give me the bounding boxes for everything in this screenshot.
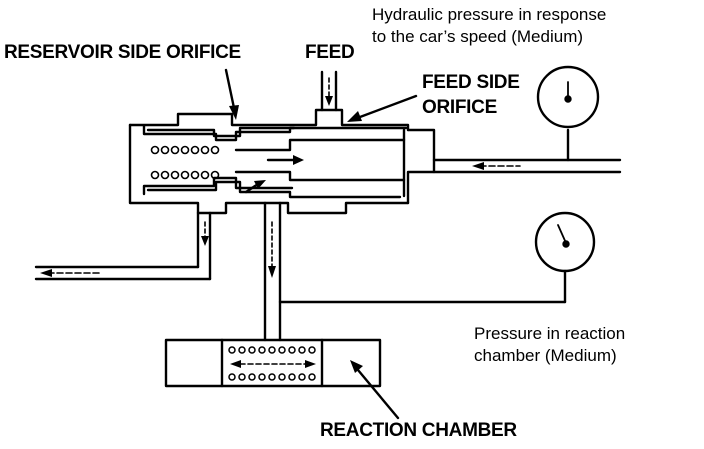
feed-side-orifice-label-line2: ORIFICE	[422, 97, 497, 118]
reaction-pressure-label-line2: chamber (Medium)	[474, 346, 617, 365]
spring-bottom	[150, 170, 220, 180]
leader-arrows	[224, 68, 418, 420]
reaction-chamber-label: REACTION CHAMBER	[320, 420, 517, 441]
right-outlet-pipe	[432, 128, 622, 174]
valve-body	[128, 108, 436, 215]
hydraulic-pressure-label-line1: Hydraulic pressure in response	[372, 5, 607, 24]
valve-flow-arrows	[244, 155, 304, 194]
hydraulic-pressure-gauge	[536, 65, 600, 129]
reaction-feed-pipe	[263, 201, 567, 342]
spring-top	[150, 145, 220, 155]
feed-side-orifice-label-line1: FEED SIDE	[422, 72, 520, 93]
reservoir-side-orifice-label: RESERVOIR SIDE ORIFICE	[4, 42, 241, 63]
reaction-pressure-gauge	[534, 211, 596, 304]
reservoir-drain-pipe	[34, 211, 212, 281]
hydraulic-pressure-label-line2: to the car’s speed (Medium)	[372, 27, 584, 46]
feed-pipe	[320, 70, 338, 112]
reaction-chamber	[164, 338, 382, 388]
reaction-pressure-label-line1: Pressure in reaction	[474, 324, 626, 343]
feed-label: FEED	[305, 42, 355, 63]
